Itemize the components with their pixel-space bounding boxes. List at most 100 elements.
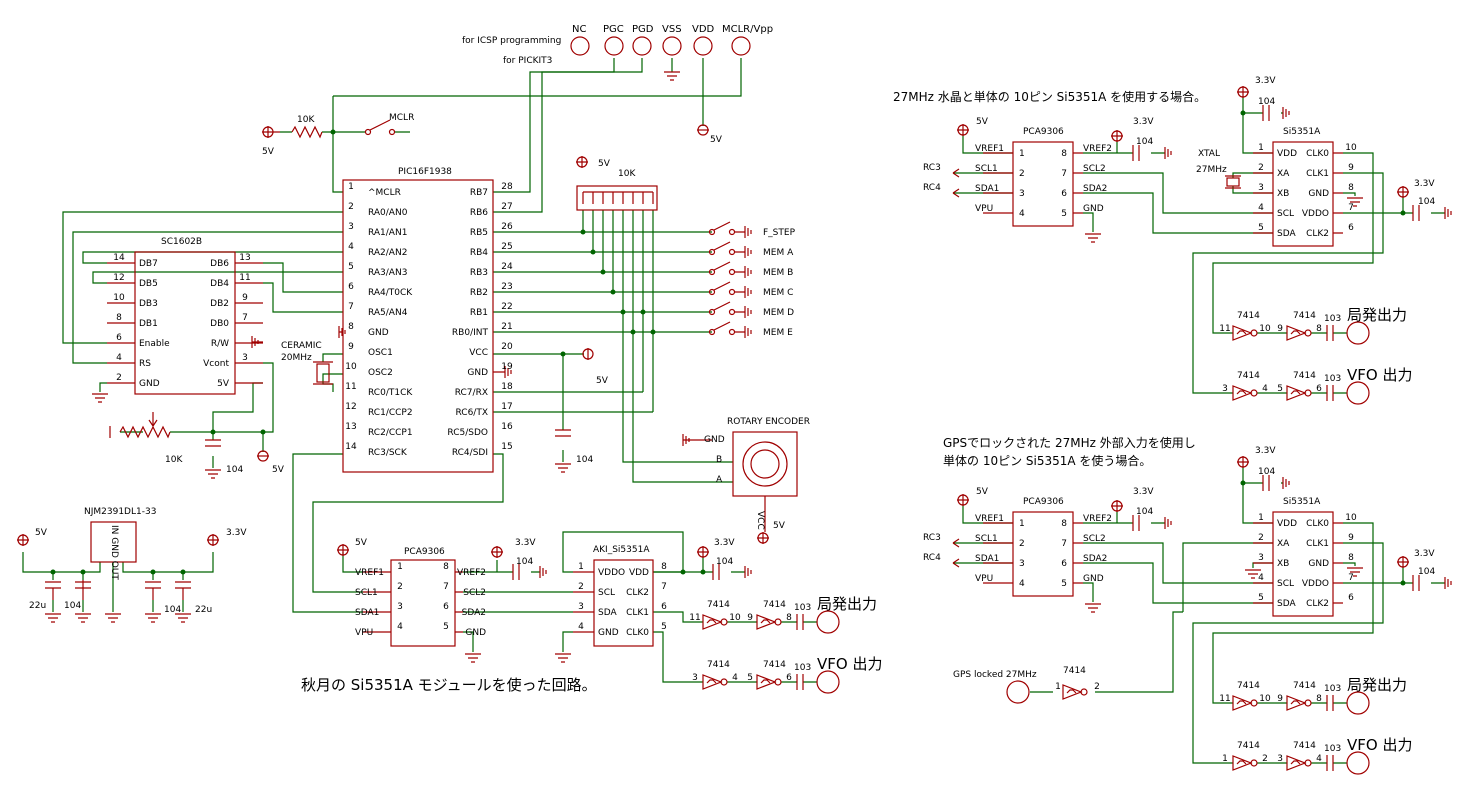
tr-si-label-l0: VDD xyxy=(1277,149,1297,159)
pic-pin-num-r6: 22 xyxy=(501,302,512,312)
pic-pin-label-l5: RA4/T0CK xyxy=(368,288,413,298)
br-si-num-r2: 8 xyxy=(1348,553,1354,563)
br-pca-label-r0: VREF2 xyxy=(1083,514,1112,524)
pic-pin-label-r2: RB5 xyxy=(470,228,488,238)
pic-pin-num-l0: 1 xyxy=(348,182,354,192)
encoder-vcc: VCC xyxy=(755,511,765,530)
aki-pin-label-l0: VDDO xyxy=(598,568,625,578)
gps-gate-in-pin: 1 xyxy=(1055,682,1061,692)
pic-name: PIC16F1938 xyxy=(398,167,452,177)
switch-contact-a xyxy=(708,228,716,236)
aki-pin-label-r3: CLK0 xyxy=(626,628,649,638)
lcd-pin-label-l5: RS xyxy=(139,359,151,369)
aki-pin-num-l1: 2 xyxy=(578,582,584,592)
aki-pin-num-r0: 8 xyxy=(661,562,667,572)
br-si-label-r2: GND xyxy=(1308,559,1329,569)
pic-pin-num-r8: 20 xyxy=(501,342,513,352)
capacitors xyxy=(45,105,1420,600)
switch-contact-b xyxy=(728,288,736,296)
icsp-title2: for PICKIT3 xyxy=(503,56,552,66)
gate1-name: 7414 xyxy=(1237,741,1260,751)
si5351-body-br xyxy=(1272,511,1334,617)
br-pca-v33: 3.3V xyxy=(1133,487,1154,497)
pca-body-br xyxy=(1012,511,1074,597)
lcd-pin-label-r4: R/W xyxy=(211,339,229,349)
pca-left-pin-num-l1: 2 xyxy=(397,582,403,592)
br-v33-vddo: 3.3V xyxy=(1414,549,1435,559)
icsp-pin-1: PGC xyxy=(603,24,624,35)
reg-name: NJM2391DL1-33 xyxy=(84,507,156,517)
encoder-pin-gnd: GND xyxy=(704,435,725,445)
gate1-in-pin: 11 xyxy=(1219,694,1230,704)
pic-pin-label-r3: RB4 xyxy=(470,248,488,258)
pic-pin-label-r10: RC7/RX xyxy=(455,388,488,398)
si5351-body-tr xyxy=(1272,141,1334,247)
output-cap-label: 103 xyxy=(1324,374,1341,384)
lcd-pin-label-r6: 5V xyxy=(217,379,230,389)
output-cap-label: 103 xyxy=(794,663,811,673)
switch-ground xyxy=(734,226,752,238)
tr-pca-v5: 5V xyxy=(976,117,989,127)
lcd-pin-label-r1: DB4 xyxy=(210,279,229,289)
ceramic-resonator xyxy=(313,361,333,385)
output-label: 局発出力 xyxy=(1347,676,1407,694)
gate1-out-pin: 4 xyxy=(732,673,738,683)
tr-pca-name: PCA9306 xyxy=(1023,127,1064,137)
output-cap-label: 103 xyxy=(1324,314,1341,324)
pic-pin-label-l7: GND xyxy=(368,328,389,338)
pic-pin-num-l10: 11 xyxy=(345,382,356,392)
icsp-title1: for ICSP programming xyxy=(462,36,561,46)
gps-gate-out-pin: 2 xyxy=(1094,682,1100,692)
inverter-bubble xyxy=(1080,688,1088,696)
gate2-in-pin: 5 xyxy=(747,673,753,683)
br-pca-num-l2: 3 xyxy=(1019,559,1025,569)
wiring xyxy=(22,58,1445,764)
encoder-pin-a: A xyxy=(716,475,723,485)
switch-ground xyxy=(734,286,752,298)
br-si-label-r0: CLK0 xyxy=(1306,519,1329,529)
gps-gate-name: 7414 xyxy=(1063,666,1086,676)
aki-pin-num-r1: 7 xyxy=(661,582,667,592)
tr-v33-si: 3.3V xyxy=(1255,76,1276,86)
aki-name: AKI_Si5351A xyxy=(593,545,650,555)
tr-si-num-l4: 5 xyxy=(1258,223,1264,233)
schmitt-inverter xyxy=(702,674,723,690)
pic-pin-num-r9: 19 xyxy=(501,362,513,372)
resistor-network xyxy=(576,185,658,211)
tr-si-num-l0: 1 xyxy=(1258,143,1264,153)
gate1-in-pin: 3 xyxy=(1222,384,1228,394)
ic-pin-labels: 1^MCLR2RA0/AN03RA1/AN14RA2/AN25RA3/AN36R… xyxy=(113,143,1357,638)
gate1-in-pin: 11 xyxy=(689,613,700,623)
switch-label-1: MEM A xyxy=(763,248,794,258)
br-si-label-l4: SDA xyxy=(1277,599,1296,609)
tr-pca-num-l3: 4 xyxy=(1019,209,1025,219)
tr-pca-label-r0: VREF2 xyxy=(1083,144,1112,154)
tr-pca-cap: 104 xyxy=(1136,137,1153,147)
icsp-pin-2: PGD xyxy=(632,24,654,35)
gate2-out-pin: 6 xyxy=(786,673,792,683)
icsp-pin-3: VSS xyxy=(662,24,682,35)
switch-contact-a xyxy=(708,288,716,296)
pic-pin-label-l8: OSC1 xyxy=(368,348,393,358)
pic-pin-num-l4: 5 xyxy=(348,262,354,272)
ground-symbols xyxy=(45,107,1452,663)
pic-pin-num-l7: 8 xyxy=(348,322,354,332)
inverter-bubble xyxy=(774,678,782,686)
lcd-pin-num-l2: 10 xyxy=(113,293,125,303)
output-cap-label: 103 xyxy=(1324,684,1341,694)
br-pca-label-r3: GND xyxy=(1083,574,1104,584)
schmitt-inverter xyxy=(1232,695,1253,711)
gate2-in-pin: 9 xyxy=(747,613,753,623)
br-pca-label-l3: VPU xyxy=(975,574,993,584)
gate1-out-pin: 10 xyxy=(1259,694,1271,704)
tr-si-label-r3: VDDO xyxy=(1302,209,1329,219)
pic-pin-num-l1: 2 xyxy=(348,202,354,212)
tr-rc3: RC3 xyxy=(923,163,941,173)
tr-xtal-1: XTAL xyxy=(1198,149,1220,159)
br-cap-si: 104 xyxy=(1258,467,1275,477)
br-si-num-l2: 3 xyxy=(1258,553,1264,563)
tr-si-num-l2: 3 xyxy=(1258,183,1264,193)
pic-pin-label-l6: RA5/AN4 xyxy=(368,308,408,318)
reg-pins: IN GND OUT xyxy=(109,525,119,580)
tr-pca-label-l3: VPU xyxy=(975,204,993,214)
